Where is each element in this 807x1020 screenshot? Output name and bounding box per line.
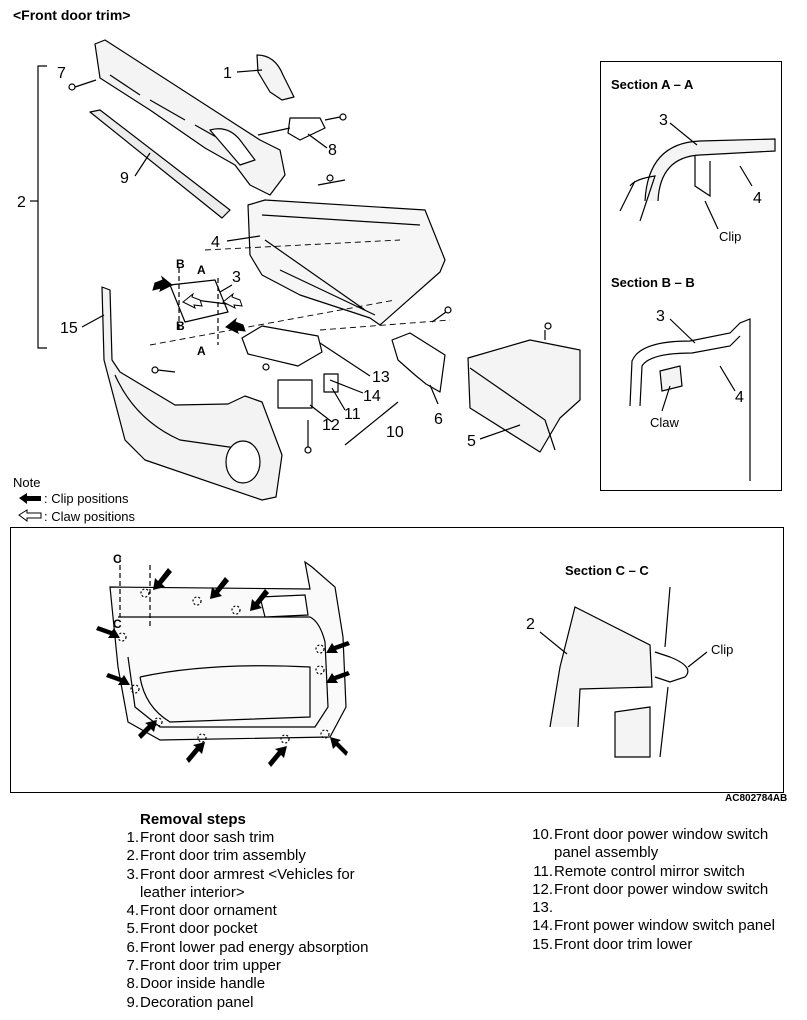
section-aa-callout-4: 4 bbox=[753, 190, 762, 207]
section-marker-c: C bbox=[113, 552, 122, 566]
clip-arrow-icon bbox=[225, 317, 246, 334]
section-aa-title: Section A – A bbox=[611, 77, 694, 92]
callout-3: 3 bbox=[232, 269, 241, 286]
callout-15: 15 bbox=[60, 320, 78, 337]
clip-arrow-icon bbox=[153, 568, 172, 590]
list-item: 1.Front door sash trim bbox=[126, 829, 275, 846]
list-item: 13. bbox=[532, 899, 553, 917]
section-box-cc bbox=[10, 527, 784, 793]
part-ornament bbox=[247, 199, 446, 326]
exploded-view-diagram: 1 2 3 4 5 6 7 8 9 10 11 12 13 14 15 B A … bbox=[17, 39, 581, 501]
note-clip-positions: : Clip positions bbox=[44, 491, 129, 506]
callout-8: 8 bbox=[328, 142, 337, 159]
list-item: 6.Front lower pad energy absorption bbox=[126, 938, 369, 956]
section-marker-c: C bbox=[113, 617, 122, 631]
section-cc-clip-label: Clip bbox=[711, 642, 733, 657]
section-aa-callout-3: 3 bbox=[659, 112, 668, 129]
section-box-aa-bb bbox=[600, 61, 782, 491]
callout-11: 11 bbox=[344, 406, 361, 423]
section-bb-callout-3: 3 bbox=[656, 308, 665, 325]
callout-12: 12 bbox=[322, 417, 340, 434]
list-item: 8.Door inside handle bbox=[126, 975, 266, 993]
clip-arrow-icon bbox=[268, 746, 287, 767]
part-mirror-switch bbox=[323, 373, 339, 393]
removal-steps-title: Removal steps bbox=[140, 811, 246, 828]
callout-9: 9 bbox=[120, 170, 129, 187]
clip-arrow-icon bbox=[326, 671, 350, 683]
list-item: 14.Front power window switch panel bbox=[532, 917, 775, 935]
list-item: 10.Front door power window switch panel … bbox=[532, 826, 769, 862]
part-switch-panel bbox=[241, 325, 323, 367]
diagram-code: AC802784AB bbox=[725, 793, 788, 804]
removal-steps-list-right: 10.Front door power window switch panel … bbox=[527, 826, 802, 954]
clip-arrow-icon bbox=[19, 493, 41, 504]
assembly-bracket bbox=[37, 65, 47, 349]
callout-14: 14 bbox=[363, 388, 381, 405]
clip-arrow-icon bbox=[250, 589, 269, 611]
clip-arrow-icon bbox=[152, 275, 173, 292]
section-aa-clip-label: Clip bbox=[719, 229, 741, 244]
note-claw-positions: : Claw positions bbox=[44, 509, 136, 524]
callout-2: 2 bbox=[17, 194, 26, 211]
callout-4: 4 bbox=[211, 234, 220, 251]
clip-arrow-icon bbox=[330, 737, 348, 756]
list-item: 15.Front door trim lower bbox=[532, 935, 693, 953]
clip-arrow-icon bbox=[326, 641, 350, 653]
callout-7: 7 bbox=[57, 65, 66, 82]
page-title: <Front door trim> bbox=[13, 7, 131, 23]
callout-13: 13 bbox=[372, 369, 390, 386]
section-marker-b: B bbox=[176, 257, 185, 271]
part-decoration-panel bbox=[89, 109, 231, 219]
part-sash-trim bbox=[256, 54, 295, 101]
section-bb-title: Section B – B bbox=[611, 275, 695, 290]
part-pocket bbox=[467, 339, 581, 453]
clip-arrow-icon bbox=[186, 742, 205, 763]
list-item: 11.Remote control mirror switch bbox=[533, 862, 745, 880]
clip-arrow-icon bbox=[96, 626, 120, 638]
callout-6: 6 bbox=[434, 411, 443, 428]
clip-arrow-icon bbox=[138, 720, 157, 739]
clip-arrow-icon bbox=[210, 577, 229, 599]
list-item: 3.Front door armrest <Vehicles for leath… bbox=[126, 865, 355, 901]
list-item: 2.Front door trim assembly bbox=[126, 847, 306, 865]
list-item: 5.Front door pocket bbox=[126, 920, 258, 938]
section-cc-callout-2: 2 bbox=[526, 616, 535, 633]
section-marker-a: A bbox=[197, 263, 206, 277]
list-item: 7.Front door trim upper bbox=[126, 957, 281, 975]
note-legend-icons bbox=[18, 493, 42, 522]
part-inside-handle bbox=[287, 117, 326, 141]
part-window-switch bbox=[277, 379, 313, 409]
section-marker-a: A bbox=[197, 344, 206, 358]
claw-arrow-icon bbox=[18, 509, 42, 522]
removal-steps-list-left: 1.Front door sash trim 2.Front door trim… bbox=[113, 829, 375, 1012]
claw-arrow-icon bbox=[222, 292, 243, 309]
section-bb-callout-4: 4 bbox=[735, 389, 744, 406]
claw-arrow-icon bbox=[182, 292, 203, 309]
section-marker-b: B bbox=[176, 319, 185, 333]
note-title: Note bbox=[13, 475, 41, 490]
section-cc-drawing: C C 2 Clip bbox=[96, 552, 733, 767]
list-item: 9.Decoration panel bbox=[126, 993, 254, 1011]
section-bb-claw-label: Claw bbox=[650, 415, 680, 430]
callout-10: 10 bbox=[386, 424, 404, 441]
callout-5: 5 bbox=[467, 433, 476, 450]
part-lower-pad bbox=[391, 332, 446, 393]
section-aa-bb-drawing: 3 4 3 4 Clip Claw bbox=[619, 112, 776, 481]
callout-1: 1 bbox=[223, 65, 232, 82]
clip-arrow-icon bbox=[106, 673, 130, 685]
list-item: 4.Front door ornament bbox=[126, 902, 277, 920]
list-item: 12.Front door power window switch bbox=[532, 880, 769, 898]
section-cc-title: Section C – C bbox=[565, 563, 649, 578]
